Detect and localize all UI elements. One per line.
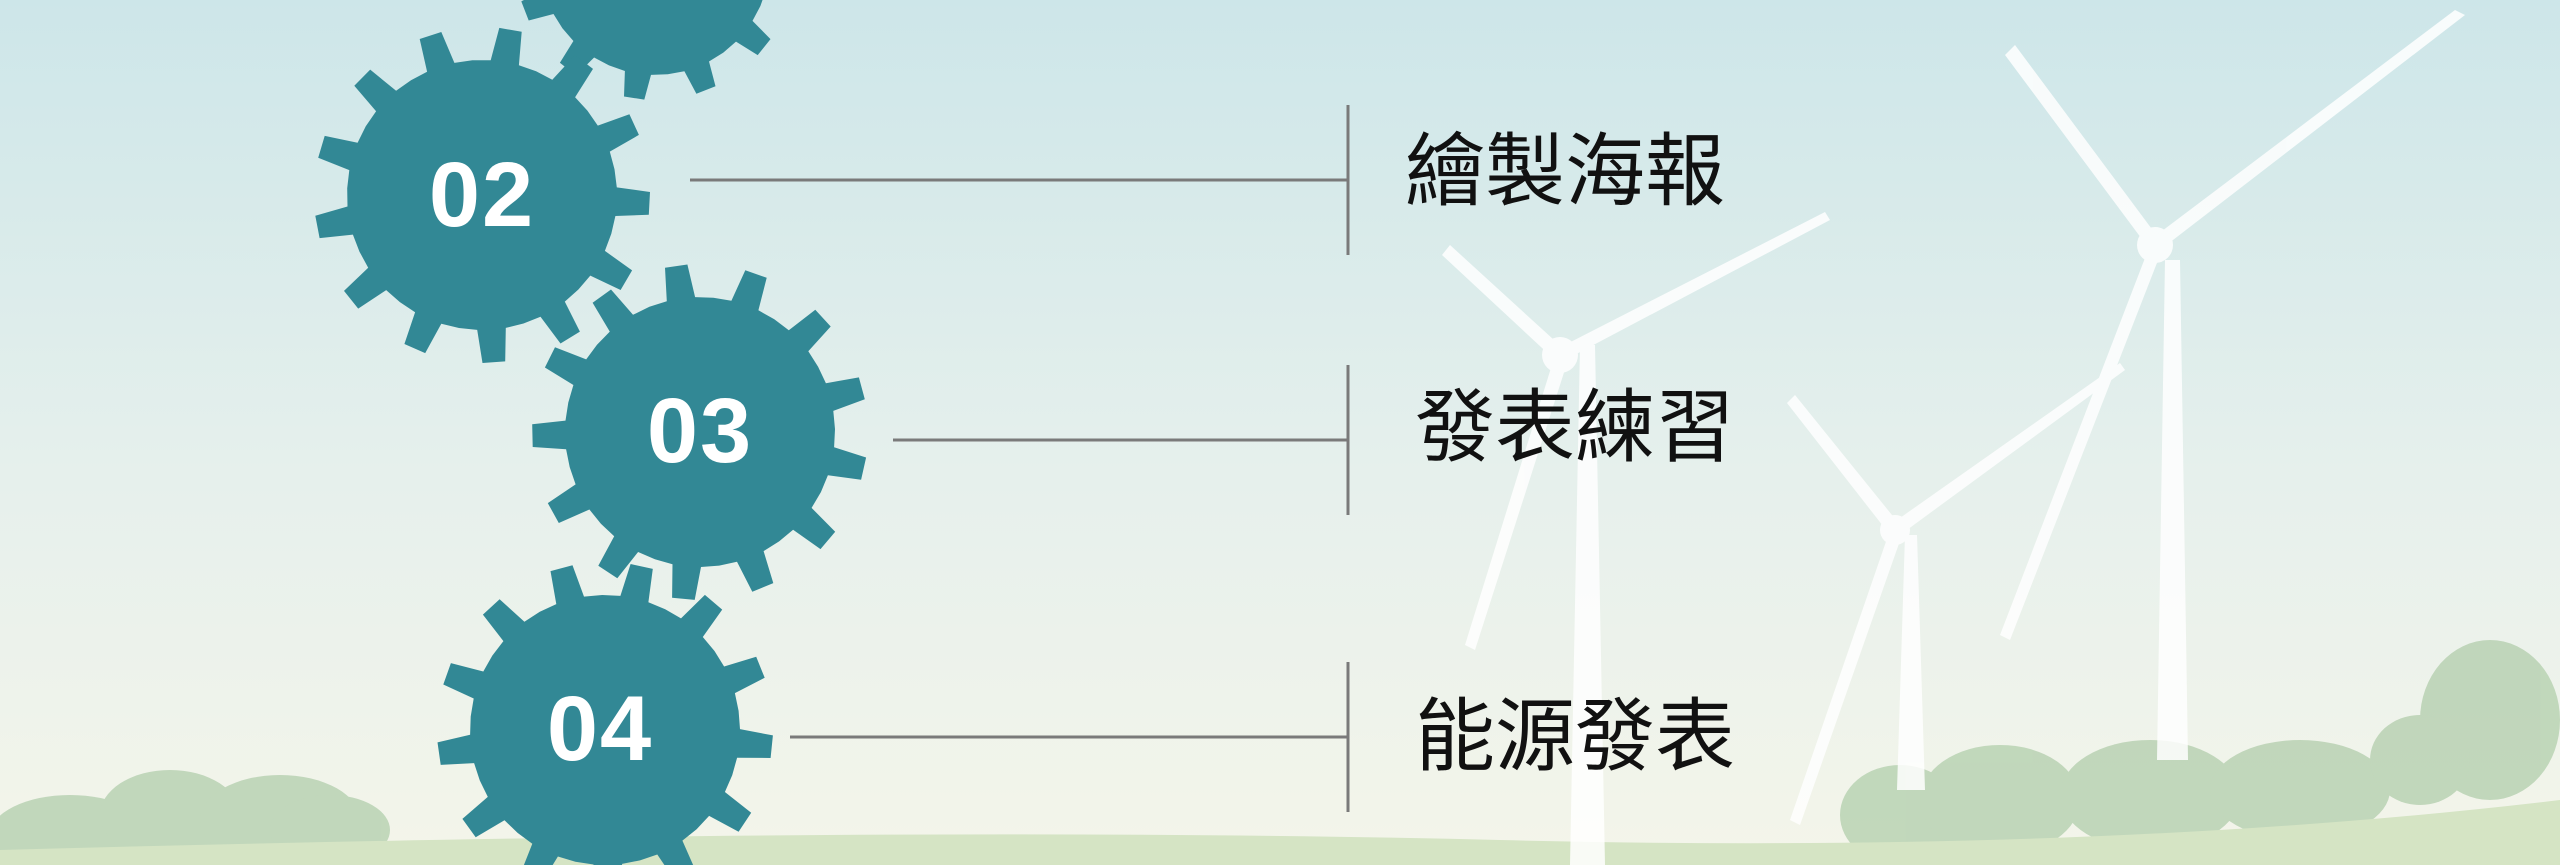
turbine-blade xyxy=(1442,245,1565,360)
turbine-tower xyxy=(2157,260,2188,760)
gear-02-icon xyxy=(315,27,650,364)
turbine-tower xyxy=(1897,535,1925,790)
wind-turbines xyxy=(1442,10,2465,865)
turbine-blade xyxy=(1790,530,1902,825)
turbine-tower xyxy=(1570,345,1605,865)
turbine-blade xyxy=(1890,363,2125,535)
gear-03-number: 03 xyxy=(646,379,754,482)
gears xyxy=(315,0,867,865)
tree-line-right xyxy=(1840,640,2560,865)
turbine-blade xyxy=(2000,245,2162,640)
turbine-blade xyxy=(1787,395,1900,535)
gear-01-icon xyxy=(521,0,771,100)
gear-02-number: 02 xyxy=(428,143,536,246)
step-label-04: 能源發表 xyxy=(1415,690,1735,783)
turbine-blade xyxy=(2005,45,2160,250)
gear-04-number: 04 xyxy=(546,677,654,780)
turbine-blade xyxy=(1465,355,1568,650)
turbine-blade xyxy=(1555,212,1830,360)
gear-04-icon xyxy=(437,564,773,865)
turbine-blade xyxy=(2150,10,2465,250)
gear-03-icon xyxy=(532,264,867,600)
connector-lines xyxy=(690,105,1350,812)
step-label-03: 發表練習 xyxy=(1415,381,1735,474)
step-label-02: 繪製海報 xyxy=(1405,125,1725,218)
